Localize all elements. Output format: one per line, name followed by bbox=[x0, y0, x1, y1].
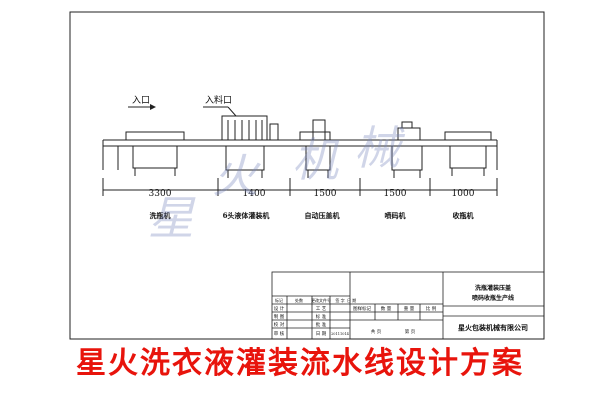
title-block-text: 洗瓶灌装压盖 喷码收瓶生产线 星火包装机械有限公司 标记 处数 更改文件号 签 … bbox=[274, 284, 528, 337]
inlet-callout: 入口 bbox=[128, 95, 156, 110]
machine-label: 洗瓶机 bbox=[150, 211, 171, 220]
title-block-cell: 校 对 bbox=[274, 321, 285, 328]
fill-inlet-callout: 入料口 bbox=[203, 94, 237, 117]
watermark-char: 火 bbox=[212, 149, 258, 203]
title-block-cell: 制 图 bbox=[274, 313, 285, 320]
title-block-cell: 批 准 bbox=[316, 321, 327, 328]
machine-capper bbox=[299, 119, 331, 178]
dimension-label: 1000 bbox=[452, 189, 475, 199]
drawing-title: 洗瓶灌装压盖 bbox=[475, 284, 511, 292]
title-block-cell: 标 准 bbox=[316, 313, 327, 320]
title-block-cell: 共 页 bbox=[371, 328, 382, 335]
title-block-date: 20111014 bbox=[331, 332, 350, 336]
fill-inlet-label: 入料口 bbox=[205, 94, 232, 106]
machine-coder bbox=[391, 121, 423, 178]
title-block-cell: 审 核 bbox=[274, 330, 285, 337]
machine-collector bbox=[444, 131, 492, 176]
title-block-cell: 数 量 bbox=[381, 305, 392, 312]
drawing-title: 喷码收瓶生产线 bbox=[472, 294, 514, 302]
banner-title: 星火洗衣液灌装流水线设计方案 bbox=[76, 346, 524, 381]
title-block-cell: 处数 bbox=[295, 297, 303, 303]
title-block-cell: 第 页 bbox=[405, 328, 416, 335]
inlet-label: 入口 bbox=[132, 95, 150, 106]
machine-labels: 洗瓶机 6头液体灌装机 自动压盖机 喷码机 收瓶机 bbox=[150, 211, 474, 220]
machine-label: 自动压盖机 bbox=[305, 211, 340, 220]
watermark-char: 机 bbox=[292, 133, 338, 187]
machine-filler bbox=[221, 115, 279, 178]
machine-label: 收瓶机 bbox=[453, 211, 474, 220]
title-block-cell: 日 期 bbox=[347, 297, 356, 303]
machine-label: 6头液体灌装机 bbox=[223, 211, 270, 220]
title-block-cell: 标记 bbox=[275, 297, 283, 303]
title-block-cell: 设 计 bbox=[274, 305, 285, 312]
dimension-chain: 3300 1400 1500 1500 1000 bbox=[102, 178, 498, 199]
company-name: 星火包装机械有限公司 bbox=[458, 323, 528, 332]
watermark-char: 械 bbox=[354, 121, 400, 175]
machine-bottle-washer bbox=[117, 131, 185, 176]
title-block-cell: 更改文件号 bbox=[311, 297, 331, 303]
title-block-cell: 重 量 bbox=[404, 305, 415, 312]
title-block-cell: 工 艺 bbox=[316, 306, 327, 312]
title-block-cell: 日 期 bbox=[316, 331, 327, 337]
dimension-label: 1500 bbox=[384, 189, 407, 199]
title-block-cell: 比 例 bbox=[426, 305, 437, 312]
machine-label: 喷码机 bbox=[385, 211, 406, 220]
watermark-char: 星 bbox=[148, 191, 194, 245]
dimension-label: 1500 bbox=[314, 189, 337, 199]
title-block-cell: 图样标记 bbox=[353, 305, 371, 312]
dimension-label: 3300 bbox=[149, 189, 172, 199]
title-block-cell: 签 字 bbox=[335, 297, 344, 303]
title-block bbox=[271, 271, 545, 340]
dimension-label: 1400 bbox=[243, 189, 266, 199]
